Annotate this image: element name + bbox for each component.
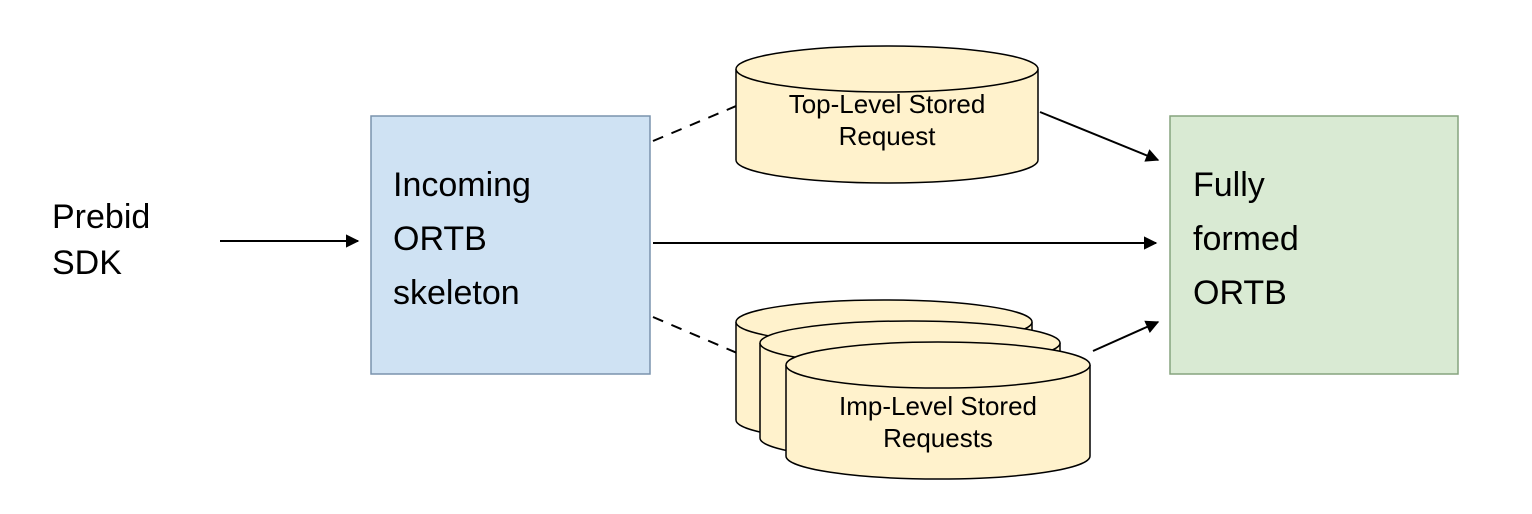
cylinder-top xyxy=(735,45,1039,93)
cylinder-body-front xyxy=(785,365,1091,480)
top-level-stored-request-label: Top-Level Stored Request xyxy=(788,89,986,151)
incoming-ortb-box xyxy=(370,115,651,375)
cylinder-top-front xyxy=(785,341,1091,389)
prebid-sdk-label: Prebid SDK xyxy=(52,198,151,282)
edge-incoming-to-imp-stored xyxy=(652,316,738,354)
imp-level-stored-requests-stack xyxy=(735,299,1091,480)
edge-incoming-to-top-stored xyxy=(652,103,742,142)
cylinder-body xyxy=(735,69,1039,184)
fully-formed-ortb-box xyxy=(1169,115,1459,375)
fully-formed-ortb-label: Fully formed ORTB xyxy=(1193,166,1299,312)
imp-level-stored-requests-label: Imp-Level Stored Requests xyxy=(839,391,1037,453)
top-level-stored-request-cylinder xyxy=(735,45,1039,184)
edge-top-stored-to-fully-formed xyxy=(1039,111,1160,162)
edge-imp-stored-to-fully-formed xyxy=(1092,320,1160,352)
incoming-ortb-label: Incoming ORTB skeleton xyxy=(393,166,531,312)
